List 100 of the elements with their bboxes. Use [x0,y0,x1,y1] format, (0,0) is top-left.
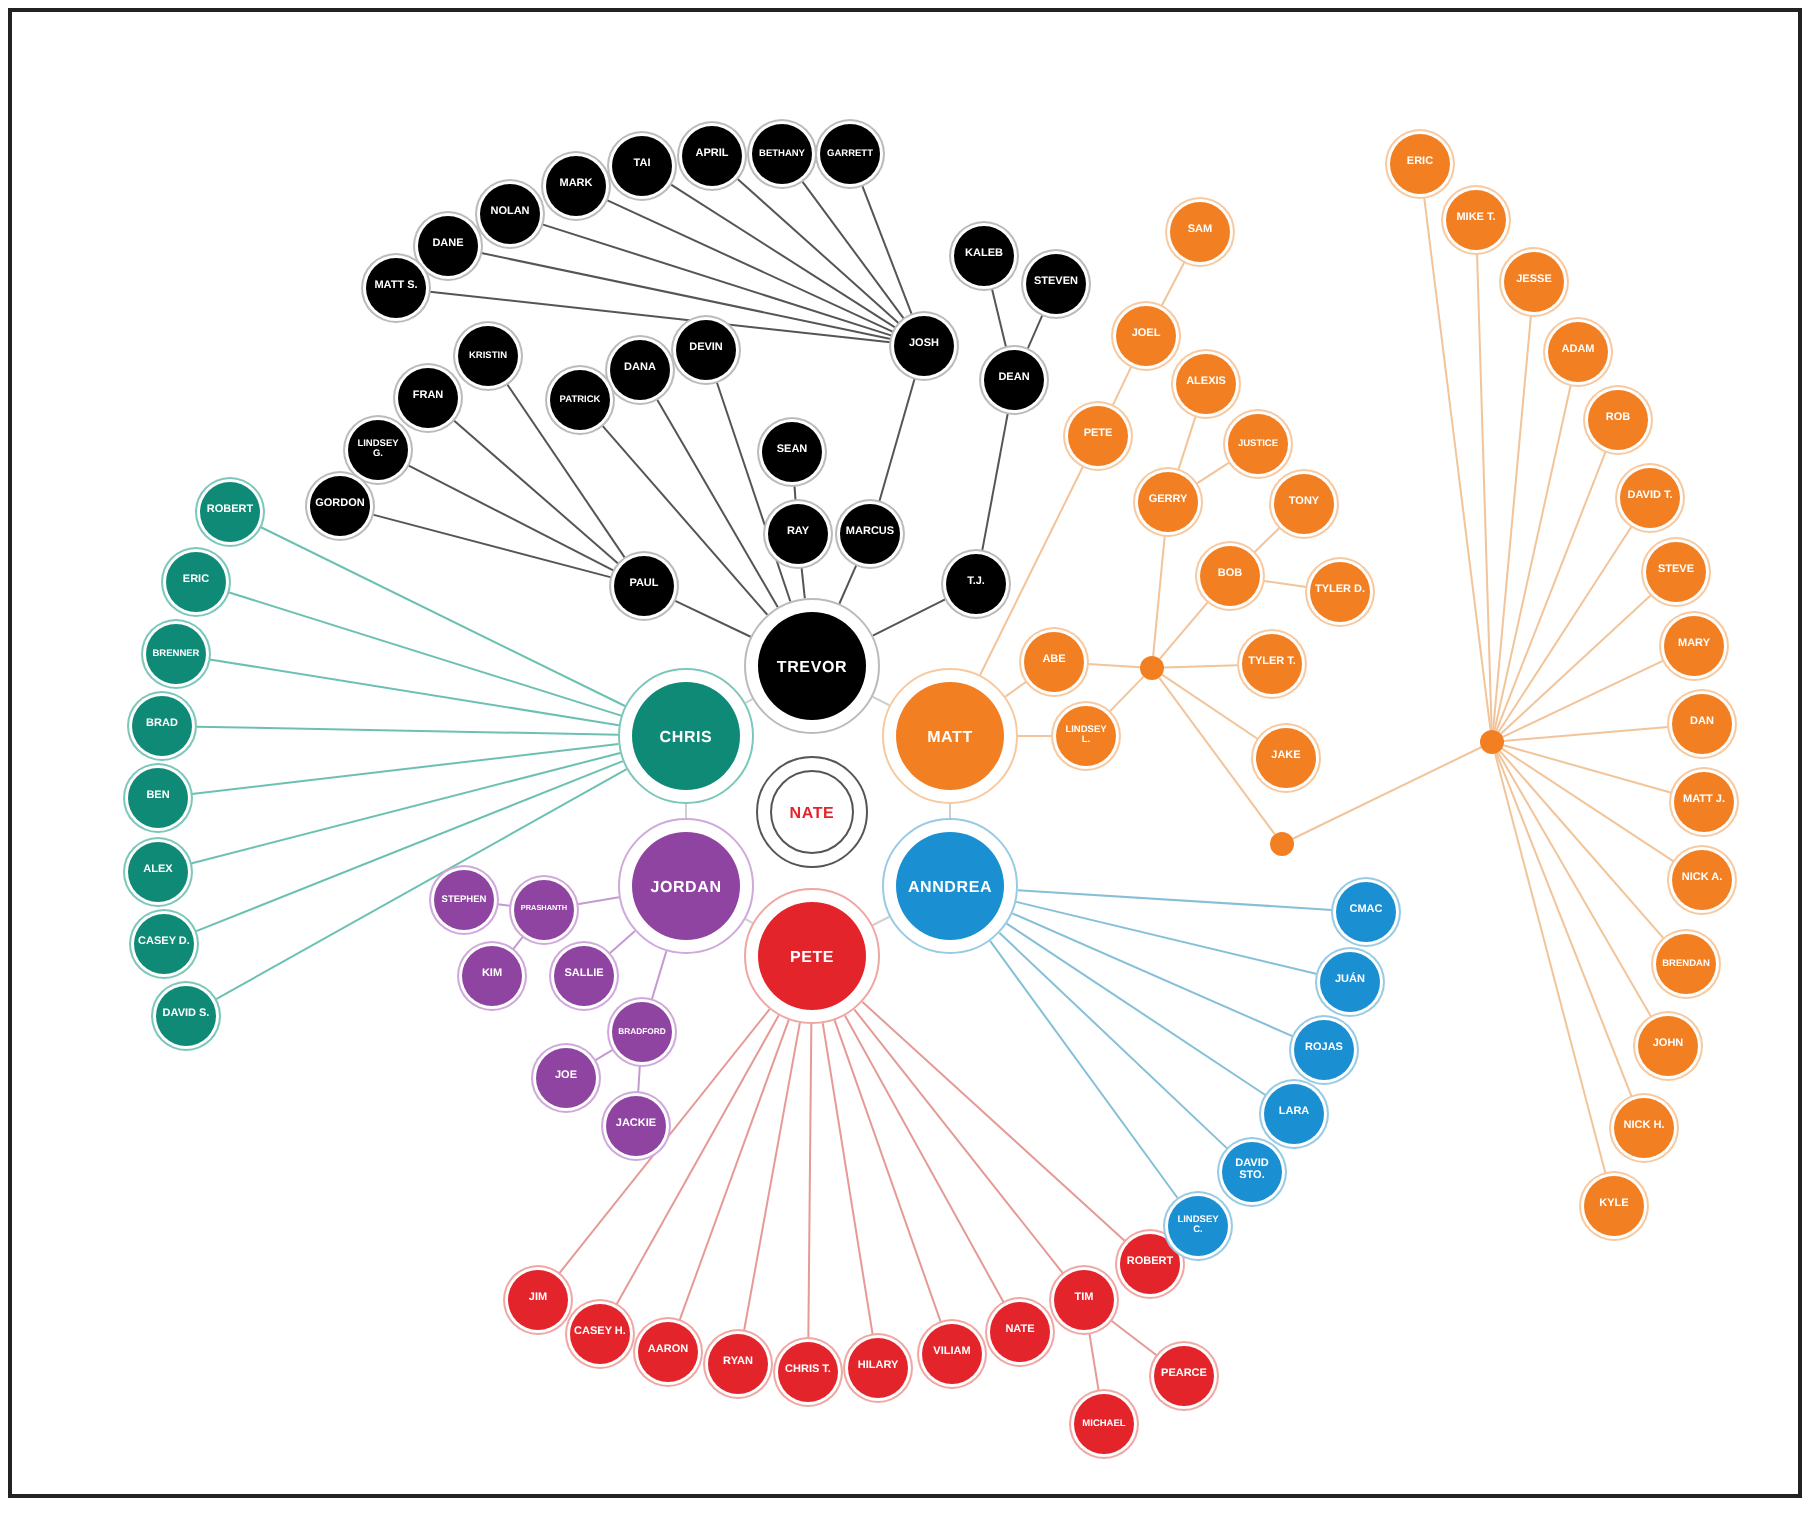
connector-line [506,383,626,559]
name-circle [1504,252,1564,312]
connector-line [1495,450,1607,732]
name-circle [708,1334,768,1394]
hub-circle [882,668,1018,804]
connector-line [833,1019,942,1323]
name-circle [1242,634,1302,694]
name-circle [1176,354,1236,414]
name-circle [614,556,674,616]
connector-line [991,288,1007,348]
name-circle [134,914,194,974]
name-circle [1274,474,1334,534]
name-circle [546,156,606,216]
name-circle [984,350,1044,410]
connector-line [1088,1332,1100,1392]
connector-line [594,1048,614,1062]
connector-line [1163,664,1239,669]
name-circle [922,1324,982,1384]
connector-line [743,1021,801,1332]
connector-line [1158,600,1209,660]
connector-line [673,599,752,638]
name-circle [1256,728,1316,788]
connector-line [678,1018,790,1322]
name-circle [1674,772,1734,832]
name-circle [514,880,574,940]
connector-line [1005,922,1267,1097]
name-circle [1228,414,1288,474]
connector-line [871,598,947,637]
name-circle [1200,546,1260,606]
connector-line [1499,594,1653,735]
name-circle [638,1322,698,1382]
name-circle [1638,1016,1698,1076]
connector-line [981,412,1009,552]
connector-line [428,290,892,344]
connector-line [214,768,628,1001]
junction-dot [1140,656,1164,680]
connector-line [821,1022,874,1336]
connector-line [637,1064,641,1094]
name-circle [762,422,822,482]
name-circle [156,986,216,1046]
name-circle [778,1342,838,1402]
name-circle [1446,190,1506,250]
connector-line [838,564,858,605]
connector-line [871,695,891,707]
name-circle [1170,202,1230,262]
connector-line [601,424,769,616]
name-circle [1588,390,1648,450]
connector-line [1111,365,1133,407]
connector-line [558,1008,771,1275]
name-circle [310,476,370,536]
name-circle [1222,1142,1282,1202]
node-label: MATT [927,727,973,745]
connector-line [1004,680,1028,698]
connector-line [259,526,626,707]
connector-line [871,915,891,927]
connector-line [861,184,913,316]
connector-line [853,1008,1064,1275]
connector-line [801,180,905,320]
name-circle [1390,134,1450,194]
name-circle [348,420,408,480]
name-circle [128,842,188,902]
name-circle [554,946,614,1006]
node-label: NATE [789,803,835,821]
connector-line [1160,673,1259,741]
connector-line [800,566,806,600]
name-circle [1584,1176,1644,1236]
connector-line [195,725,619,736]
name-circle [1074,1394,1134,1454]
name-circle [894,316,954,376]
node-label: CHRIS [659,727,713,745]
connector-line [615,1014,780,1306]
name-circle [612,1002,672,1062]
connector-line [1152,534,1166,658]
name-circle [366,258,426,318]
connector-line [1501,747,1675,863]
connector-line [194,760,624,933]
name-circle [1548,322,1608,382]
name-circle [990,1302,1050,1362]
name-circle [1664,616,1724,676]
hub-circle [882,818,1018,954]
connector-line [861,1000,1126,1243]
node-label: TREVOR [776,657,848,675]
connector-line [1476,253,1493,731]
connector-line [1195,461,1231,485]
name-circle [1646,542,1706,602]
name-circle [682,126,742,186]
name-circle [1264,1084,1324,1144]
connector-line [1291,746,1483,840]
name-circle [132,696,192,756]
connector-line [576,896,620,906]
name-circle [1310,562,1370,622]
name-circle [1116,306,1176,366]
name-circle [146,624,206,684]
connector-line [736,177,900,325]
hub-circle [744,888,880,1024]
junction-dot [1480,730,1504,754]
name-circle [418,216,478,276]
name-circle [1320,952,1380,1012]
name-circle [848,1338,908,1398]
connector-line [452,419,620,565]
